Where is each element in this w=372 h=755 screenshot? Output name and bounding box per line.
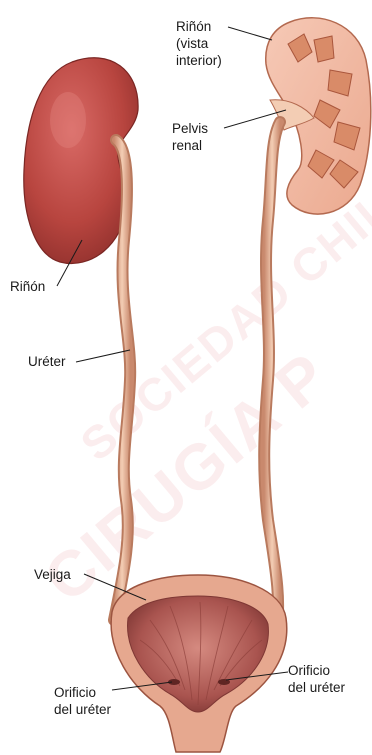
- label-orifice-right: Orificio del uréter: [288, 662, 345, 696]
- label-kidney-interior: Riñón (vista interior): [176, 18, 222, 69]
- label-bladder: Vejiga: [34, 566, 71, 583]
- bladder: [111, 575, 287, 752]
- label-renal-pelvis: Pelvis renal: [172, 120, 208, 154]
- label-orifice-left: Orificio del uréter: [54, 684, 111, 718]
- right-kidney-interior: [266, 18, 371, 214]
- leader-kidney-interior: [228, 27, 272, 40]
- leader-ureter: [76, 350, 130, 362]
- label-kidney: Riñón: [10, 278, 45, 295]
- label-ureter: Uréter: [28, 353, 66, 370]
